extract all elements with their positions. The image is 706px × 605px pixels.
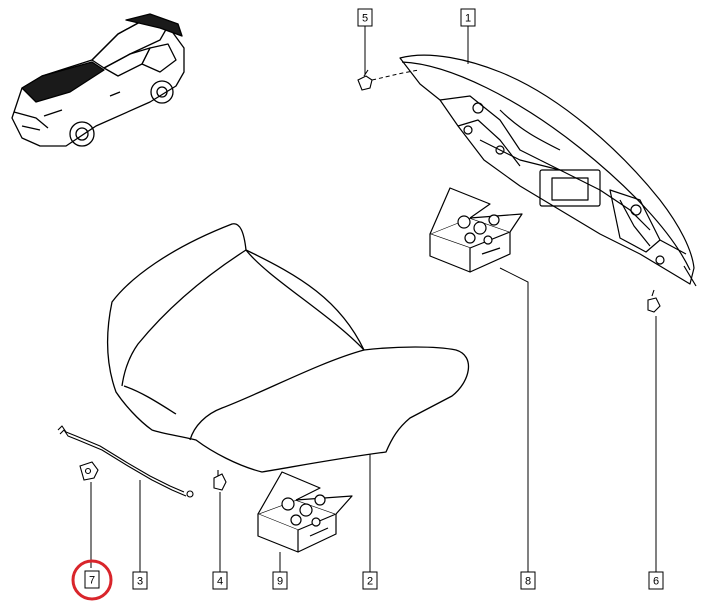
callout-7: 7 xyxy=(71,559,113,601)
callout-6: 6 xyxy=(648,571,664,590)
svg-text:4: 4 xyxy=(217,576,223,588)
fastener-kit-box-8 xyxy=(429,187,523,273)
svg-text:2: 2 xyxy=(367,576,373,588)
dashed-leader-5 xyxy=(371,69,421,81)
callout-4: 4 xyxy=(212,571,228,590)
callout-3: 3 xyxy=(132,571,148,590)
svg-text:8: 8 xyxy=(525,576,531,588)
callout-9: 9 xyxy=(272,571,288,590)
callout-5: 5 xyxy=(357,8,373,27)
svg-text:6: 6 xyxy=(653,576,659,588)
highlight-circle xyxy=(71,559,113,601)
svg-text:5: 5 xyxy=(362,13,368,25)
leader-lines xyxy=(90,26,657,572)
svg-text:7: 7 xyxy=(89,575,95,587)
rod-holder-clip-7 xyxy=(79,461,99,481)
svg-text:1: 1 xyxy=(465,13,471,25)
fastener-kit-box-9 xyxy=(257,471,353,553)
hood-lock-cross-member xyxy=(399,54,697,287)
svg-text:9: 9 xyxy=(277,576,283,588)
svg-text:3: 3 xyxy=(137,576,143,588)
screw-part-6 xyxy=(647,289,661,313)
callout-8: 8 xyxy=(520,571,536,590)
callout-2: 2 xyxy=(362,571,378,590)
hood-panel xyxy=(106,223,470,473)
clip-part-5 xyxy=(357,69,373,91)
vehicle-thumbnail xyxy=(11,13,185,147)
hood-prop-rod xyxy=(57,425,194,498)
callout-1: 1 xyxy=(460,8,476,27)
grommet-part-4 xyxy=(213,470,227,491)
